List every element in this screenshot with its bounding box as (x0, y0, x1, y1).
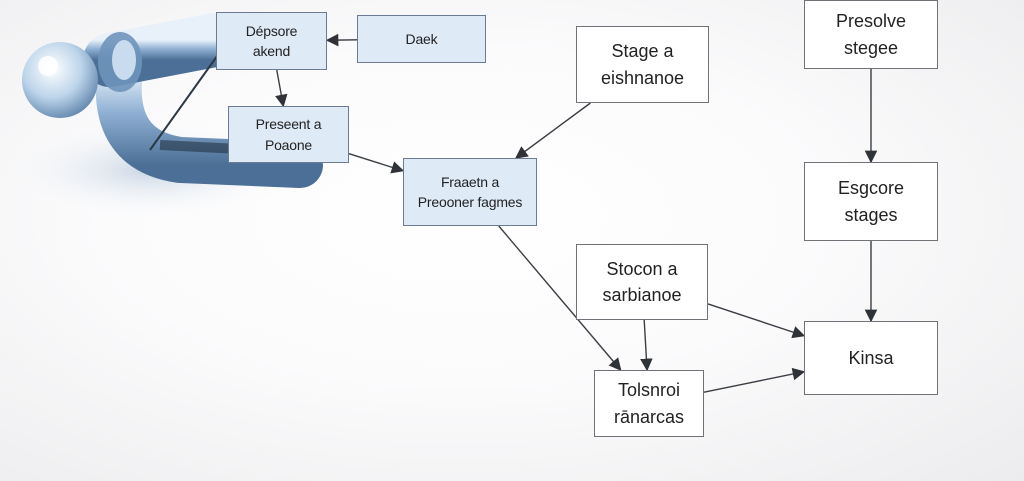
edge-stocon-to-kinsa (707, 303, 806, 339)
node-fraaetn-label: Fraaetn a Preooner fagmes (417, 173, 523, 210)
node-tolsnroi: Tolsnroi rānarcas (594, 370, 704, 437)
node-stocon: Stocon a sarbianoe (576, 244, 708, 320)
node-esgcore: Esgcore stages (804, 162, 938, 241)
edge-preseent-to-fraaetn (348, 152, 405, 174)
node-daek-label: Daek (405, 30, 438, 47)
node-depsore: Dépsore akend (216, 12, 327, 70)
node-presolve-label: Presolve stegee (835, 11, 907, 58)
edge-depsore-to-preseent (275, 69, 288, 108)
node-daek: Daek (357, 15, 486, 63)
edge-fraaetn-to-tolsnroi (498, 225, 622, 371)
edge-stocon-to-tolsnroi (640, 319, 653, 372)
node-kinsa-label: Kinsa (848, 347, 894, 368)
node-esgcore-label: Esgcore stages (837, 178, 905, 225)
node-preseent: Preseent a Poaone (228, 106, 349, 163)
glass-tube-illustration (0, 13, 323, 220)
node-tolsnroi-label: Tolsnroi rānarcas (613, 380, 685, 427)
edge-stage-a-to-fraaetn (514, 102, 591, 159)
edge-tolsnroi-to-kinsa (703, 367, 806, 393)
node-stocon-label: Stocon a sarbianoe (602, 258, 682, 305)
node-fraaetn: Fraaetn a Preooner fagmes (403, 158, 537, 226)
node-stage-a: Stage a eishnanoe (576, 26, 709, 103)
node-depsore-label: Dépsore akend (245, 22, 298, 59)
node-presolve: Presolve stegee (804, 0, 938, 69)
node-stage-a-label: Stage a eishnanoe (600, 41, 685, 88)
node-preseent-label: Preseent a Poaone (255, 116, 322, 153)
node-kinsa: Kinsa (804, 321, 938, 395)
